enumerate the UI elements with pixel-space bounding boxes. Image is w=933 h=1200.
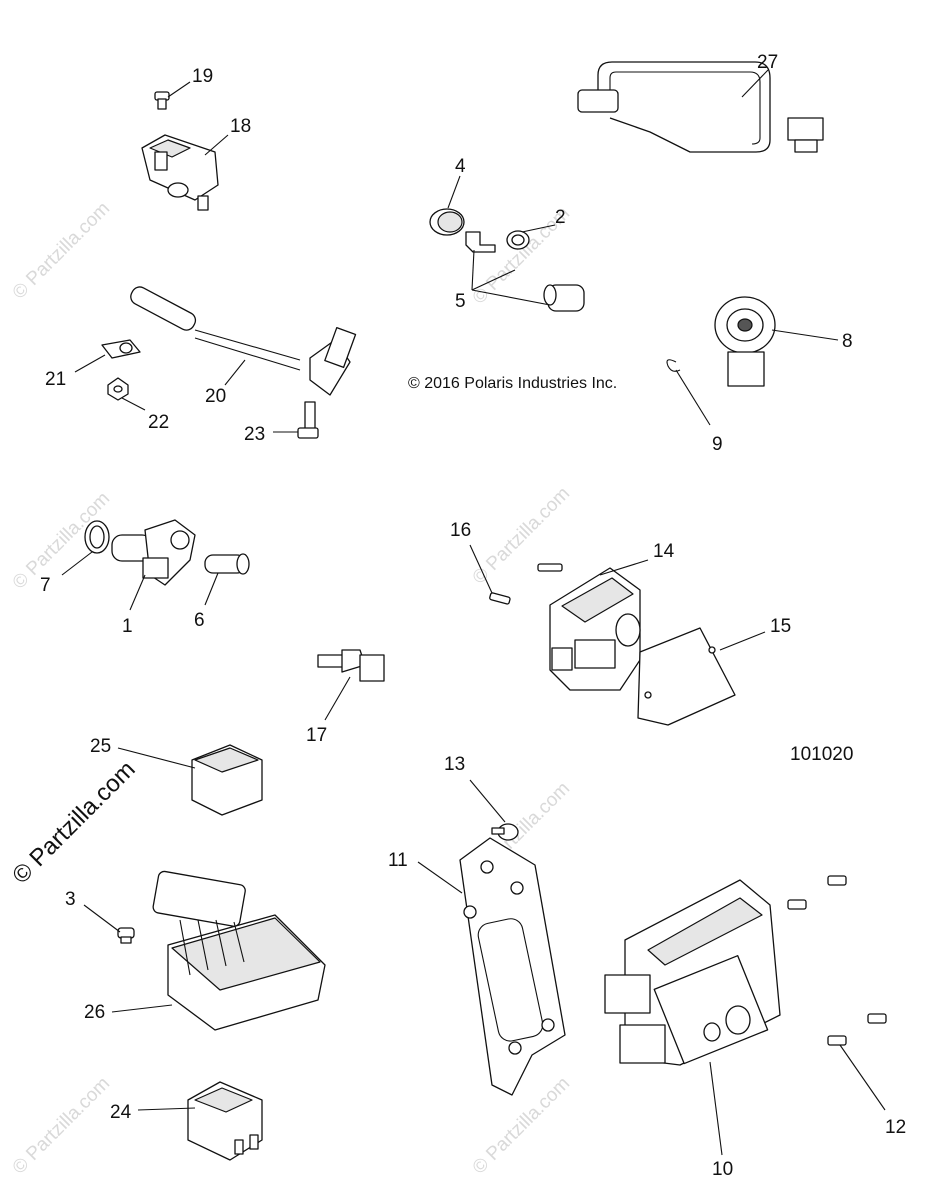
part-1-cam-sensor — [111, 519, 196, 586]
callout-14: 14 — [653, 541, 675, 562]
callout-26: 26 — [84, 1002, 105, 1023]
part-21-bracket — [101, 339, 141, 359]
part-8-knock-sensor — [714, 296, 776, 387]
part-23-bolt — [297, 401, 319, 439]
part-13-rivet — [491, 823, 519, 841]
callout-7: 7 — [40, 575, 51, 596]
callout-1: 1 — [122, 616, 133, 637]
part-11-bracket — [459, 837, 566, 1096]
callout-27: 27 — [757, 52, 778, 73]
callout-6: 6 — [194, 610, 205, 631]
part-24-switch — [187, 1081, 263, 1161]
watermark-main: © Partzilla.com — [7, 756, 140, 889]
watermark-faint: © Partzilla.com — [9, 198, 114, 303]
part-12-screws — [787, 875, 887, 1046]
callout-23: 23 — [244, 424, 265, 445]
part-19-bolt — [154, 91, 170, 110]
callout-13: 13 — [444, 754, 465, 775]
diagram-number: 101020 — [790, 744, 853, 765]
part-27-harness — [577, 61, 824, 153]
copyright-text: © 2016 Polaris Industries Inc. — [408, 375, 617, 392]
part-7-o-ring — [84, 520, 110, 554]
part-10-ecu — [604, 879, 781, 1066]
callout-25: 25 — [90, 736, 111, 757]
callout-9: 9 — [712, 434, 723, 455]
callout-20: 20 — [205, 386, 226, 407]
callout-2: 2 — [555, 207, 566, 228]
part-9-clip — [666, 359, 681, 372]
watermark-faint: © Partzilla.com — [9, 1073, 114, 1178]
callout-3: 3 — [65, 889, 76, 910]
callout-17: 17 — [306, 725, 327, 746]
callout-24: 24 — [110, 1102, 132, 1123]
part-22-nut — [107, 377, 129, 401]
callout-11: 11 — [388, 850, 408, 871]
part-4-cap — [429, 208, 465, 236]
callout-5: 5 — [455, 291, 466, 312]
callout-10: 10 — [712, 1159, 733, 1180]
callout-22: 22 — [148, 412, 169, 433]
part-16-screws — [489, 563, 563, 605]
callout-19: 19 — [192, 66, 213, 87]
callout-15: 15 — [770, 616, 791, 637]
callout-4: 4 — [455, 156, 466, 177]
callout-21: 21 — [45, 369, 66, 390]
part-17-temp-sensor — [317, 649, 385, 682]
callout-12: 12 — [885, 1117, 906, 1138]
part-20-o2-sensor — [130, 286, 357, 396]
part-26-module — [152, 870, 326, 1031]
callout-8: 8 — [842, 331, 853, 352]
part-5-sensor-clip — [465, 231, 585, 312]
watermark-faint: © Partzilla.com — [469, 483, 574, 588]
part-15-gasket — [637, 627, 736, 726]
callout-labels: 19 18 27 4 2 5 8 9 21 20 22 23 16 14 7 1… — [40, 52, 906, 1180]
watermark-faint: © Partzilla.com — [469, 1073, 574, 1178]
part-6-pin — [204, 553, 250, 575]
part-25-relay — [191, 744, 263, 816]
part-18-map-sensor — [141, 134, 219, 211]
part-2-washer — [506, 230, 530, 250]
part-14-ecu-housing — [549, 567, 641, 691]
callout-16: 16 — [450, 520, 471, 541]
callout-18: 18 — [230, 116, 251, 137]
part-3-screw — [117, 927, 135, 944]
